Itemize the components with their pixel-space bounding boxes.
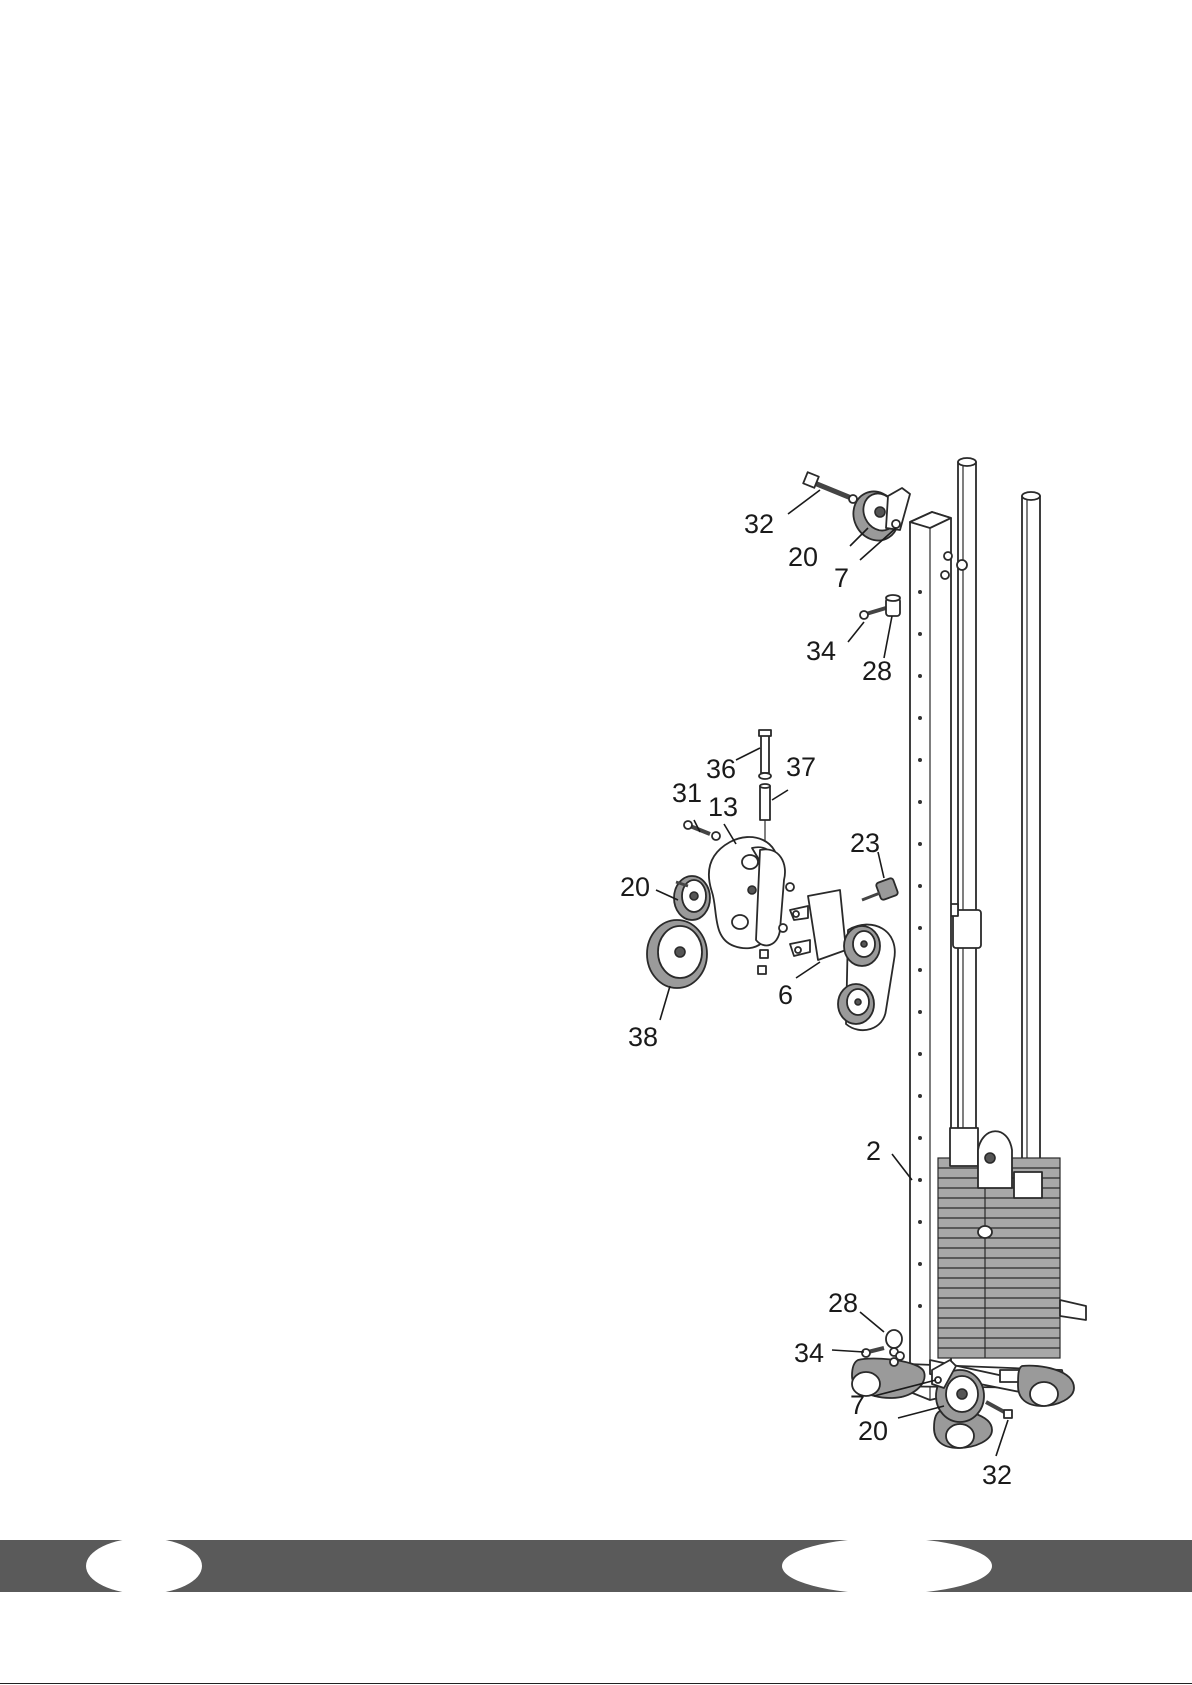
callout-32-bottom: 32 [982,1460,1012,1490]
callout-36: 36 [706,754,736,784]
foot-right [1018,1366,1074,1406]
callout-20-mid: 20 [620,872,650,902]
callout-34-bottom: 34 [794,1338,824,1368]
callout-23: 23 [850,828,880,858]
callout-34-top: 34 [806,636,836,666]
carriage-bracket-6 [790,890,846,960]
guide-rod-left [958,458,976,1130]
top-bolt-34 [860,608,886,619]
bottom-bolt-34 [862,1348,884,1357]
callout-13: 13 [708,792,738,822]
callout-38: 38 [628,1022,658,1052]
sleeve-37 [760,784,770,820]
top-spacer-28 [886,595,900,616]
page-number-oval-left [86,1538,202,1594]
pulley-20-mid [674,876,710,920]
bottom-rule [0,1683,1192,1684]
guide-rod-right [1022,492,1040,1180]
callout-31: 31 [672,778,702,808]
carriage-pulley-assembly [838,925,895,1031]
bolt-36 [759,730,771,779]
callout-28-bottom: 28 [828,1288,858,1318]
pulley-38 [647,920,707,988]
side-tab [1060,1300,1086,1320]
callout-20-top: 20 [788,542,818,572]
top-bracket-7 [886,488,910,530]
callout-32-top: 32 [744,509,774,539]
top-bolt-32 [803,472,857,503]
page-number-oval-right [782,1538,992,1594]
callout-2: 2 [866,1136,881,1166]
callout-37: 37 [786,752,816,782]
callout-6: 6 [778,980,793,1010]
knob-23 [862,877,899,900]
bottom-spacer-28 [886,1330,902,1348]
bottom-bolt-32 [986,1402,1012,1418]
callout-28-top: 28 [862,656,892,686]
bolt-31 [684,821,720,840]
callout-7-top: 7 [834,563,849,593]
callout-20-bottom: 20 [858,1416,888,1446]
